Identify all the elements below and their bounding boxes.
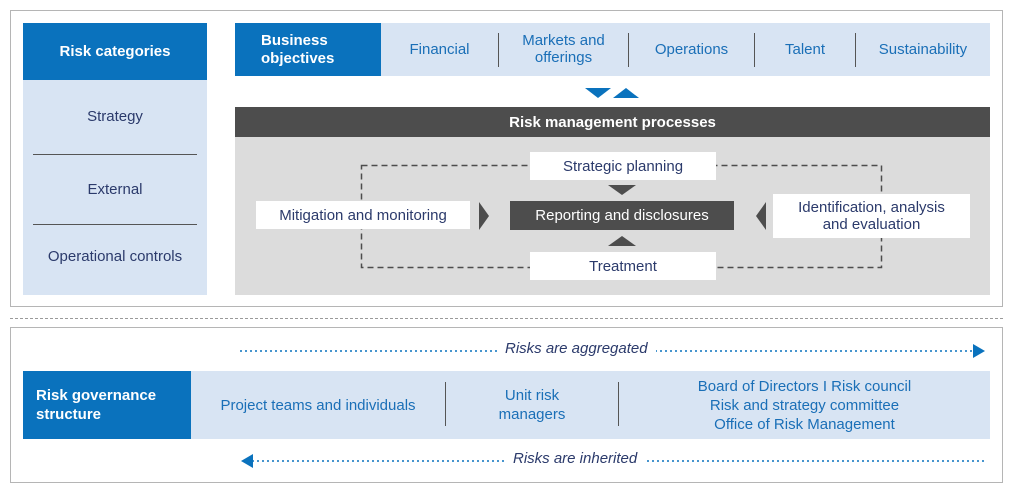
risk-categories-body: [23, 80, 207, 295]
governance-divider: [618, 382, 619, 426]
identification-analysis-box: Identification, analysis and evaluation: [773, 194, 970, 238]
aggregated-label: Risks are aggregated: [497, 340, 656, 357]
category-external: External: [87, 181, 143, 198]
category-strategy: Strategy: [87, 108, 143, 125]
category-divider: [33, 154, 197, 155]
down-triangle-icon: [585, 88, 611, 98]
governance-board: Board of Directors I Risk council Risk a…: [697, 377, 912, 433]
risk-categories-title: Risk categories: [59, 43, 171, 60]
inherited-label: Risks are inherited: [505, 450, 646, 467]
right-pointer-icon: [479, 202, 489, 230]
risk-categories-header: Risk categories: [23, 23, 207, 80]
business-objectives-band: [381, 23, 990, 76]
mitigation-monitoring-box: Mitigation and monitoring: [256, 201, 470, 229]
top-panel: [10, 10, 1003, 307]
objective-operations: Operations: [654, 40, 729, 58]
governance-unit-risk-managers: Unit risk managers: [498, 387, 566, 423]
business-objectives-row: Business objectives Financial Markets an…: [235, 23, 990, 76]
processes-title: Risk management processes: [509, 113, 716, 131]
treatment-box: Treatment: [530, 252, 716, 280]
bottom-panel: [10, 327, 1003, 483]
risk-categories-column: Risk categories Strategy External Operat…: [23, 23, 207, 295]
reporting-disclosures-label: Reporting and disclosures: [535, 207, 709, 224]
left-pointer-icon: [756, 202, 766, 230]
business-objectives-title-line1: Business: [261, 31, 328, 49]
business-objectives-title-line2: objectives: [261, 49, 335, 67]
category-operational-controls: Operational controls: [47, 248, 183, 265]
processes-header: Risk management processes: [235, 107, 990, 137]
objective-financial: Financial: [409, 40, 470, 58]
business-objectives-header: Business objectives: [235, 23, 381, 76]
objective-divider: [754, 33, 755, 67]
exchange-arrows-icon: [585, 88, 639, 98]
objective-divider: [628, 33, 629, 67]
governance-divider: [445, 382, 446, 426]
objective-talent: Talent: [784, 40, 826, 58]
reporting-disclosures-box: Reporting and disclosures: [510, 201, 734, 230]
governance-project-teams: Project teams and individuals: [220, 396, 416, 414]
up-pointer-icon: [608, 236, 636, 246]
objective-divider: [498, 33, 499, 67]
objective-divider: [855, 33, 856, 67]
category-divider: [33, 224, 197, 225]
down-pointer-icon: [608, 185, 636, 195]
governance-header: Risk governance structure: [23, 371, 191, 439]
governance-band: [191, 371, 990, 439]
strategic-planning-box: Strategic planning: [530, 152, 716, 180]
section-divider: [10, 318, 1003, 319]
objective-sustainability: Sustainability: [878, 40, 968, 58]
up-triangle-icon: [613, 88, 639, 98]
